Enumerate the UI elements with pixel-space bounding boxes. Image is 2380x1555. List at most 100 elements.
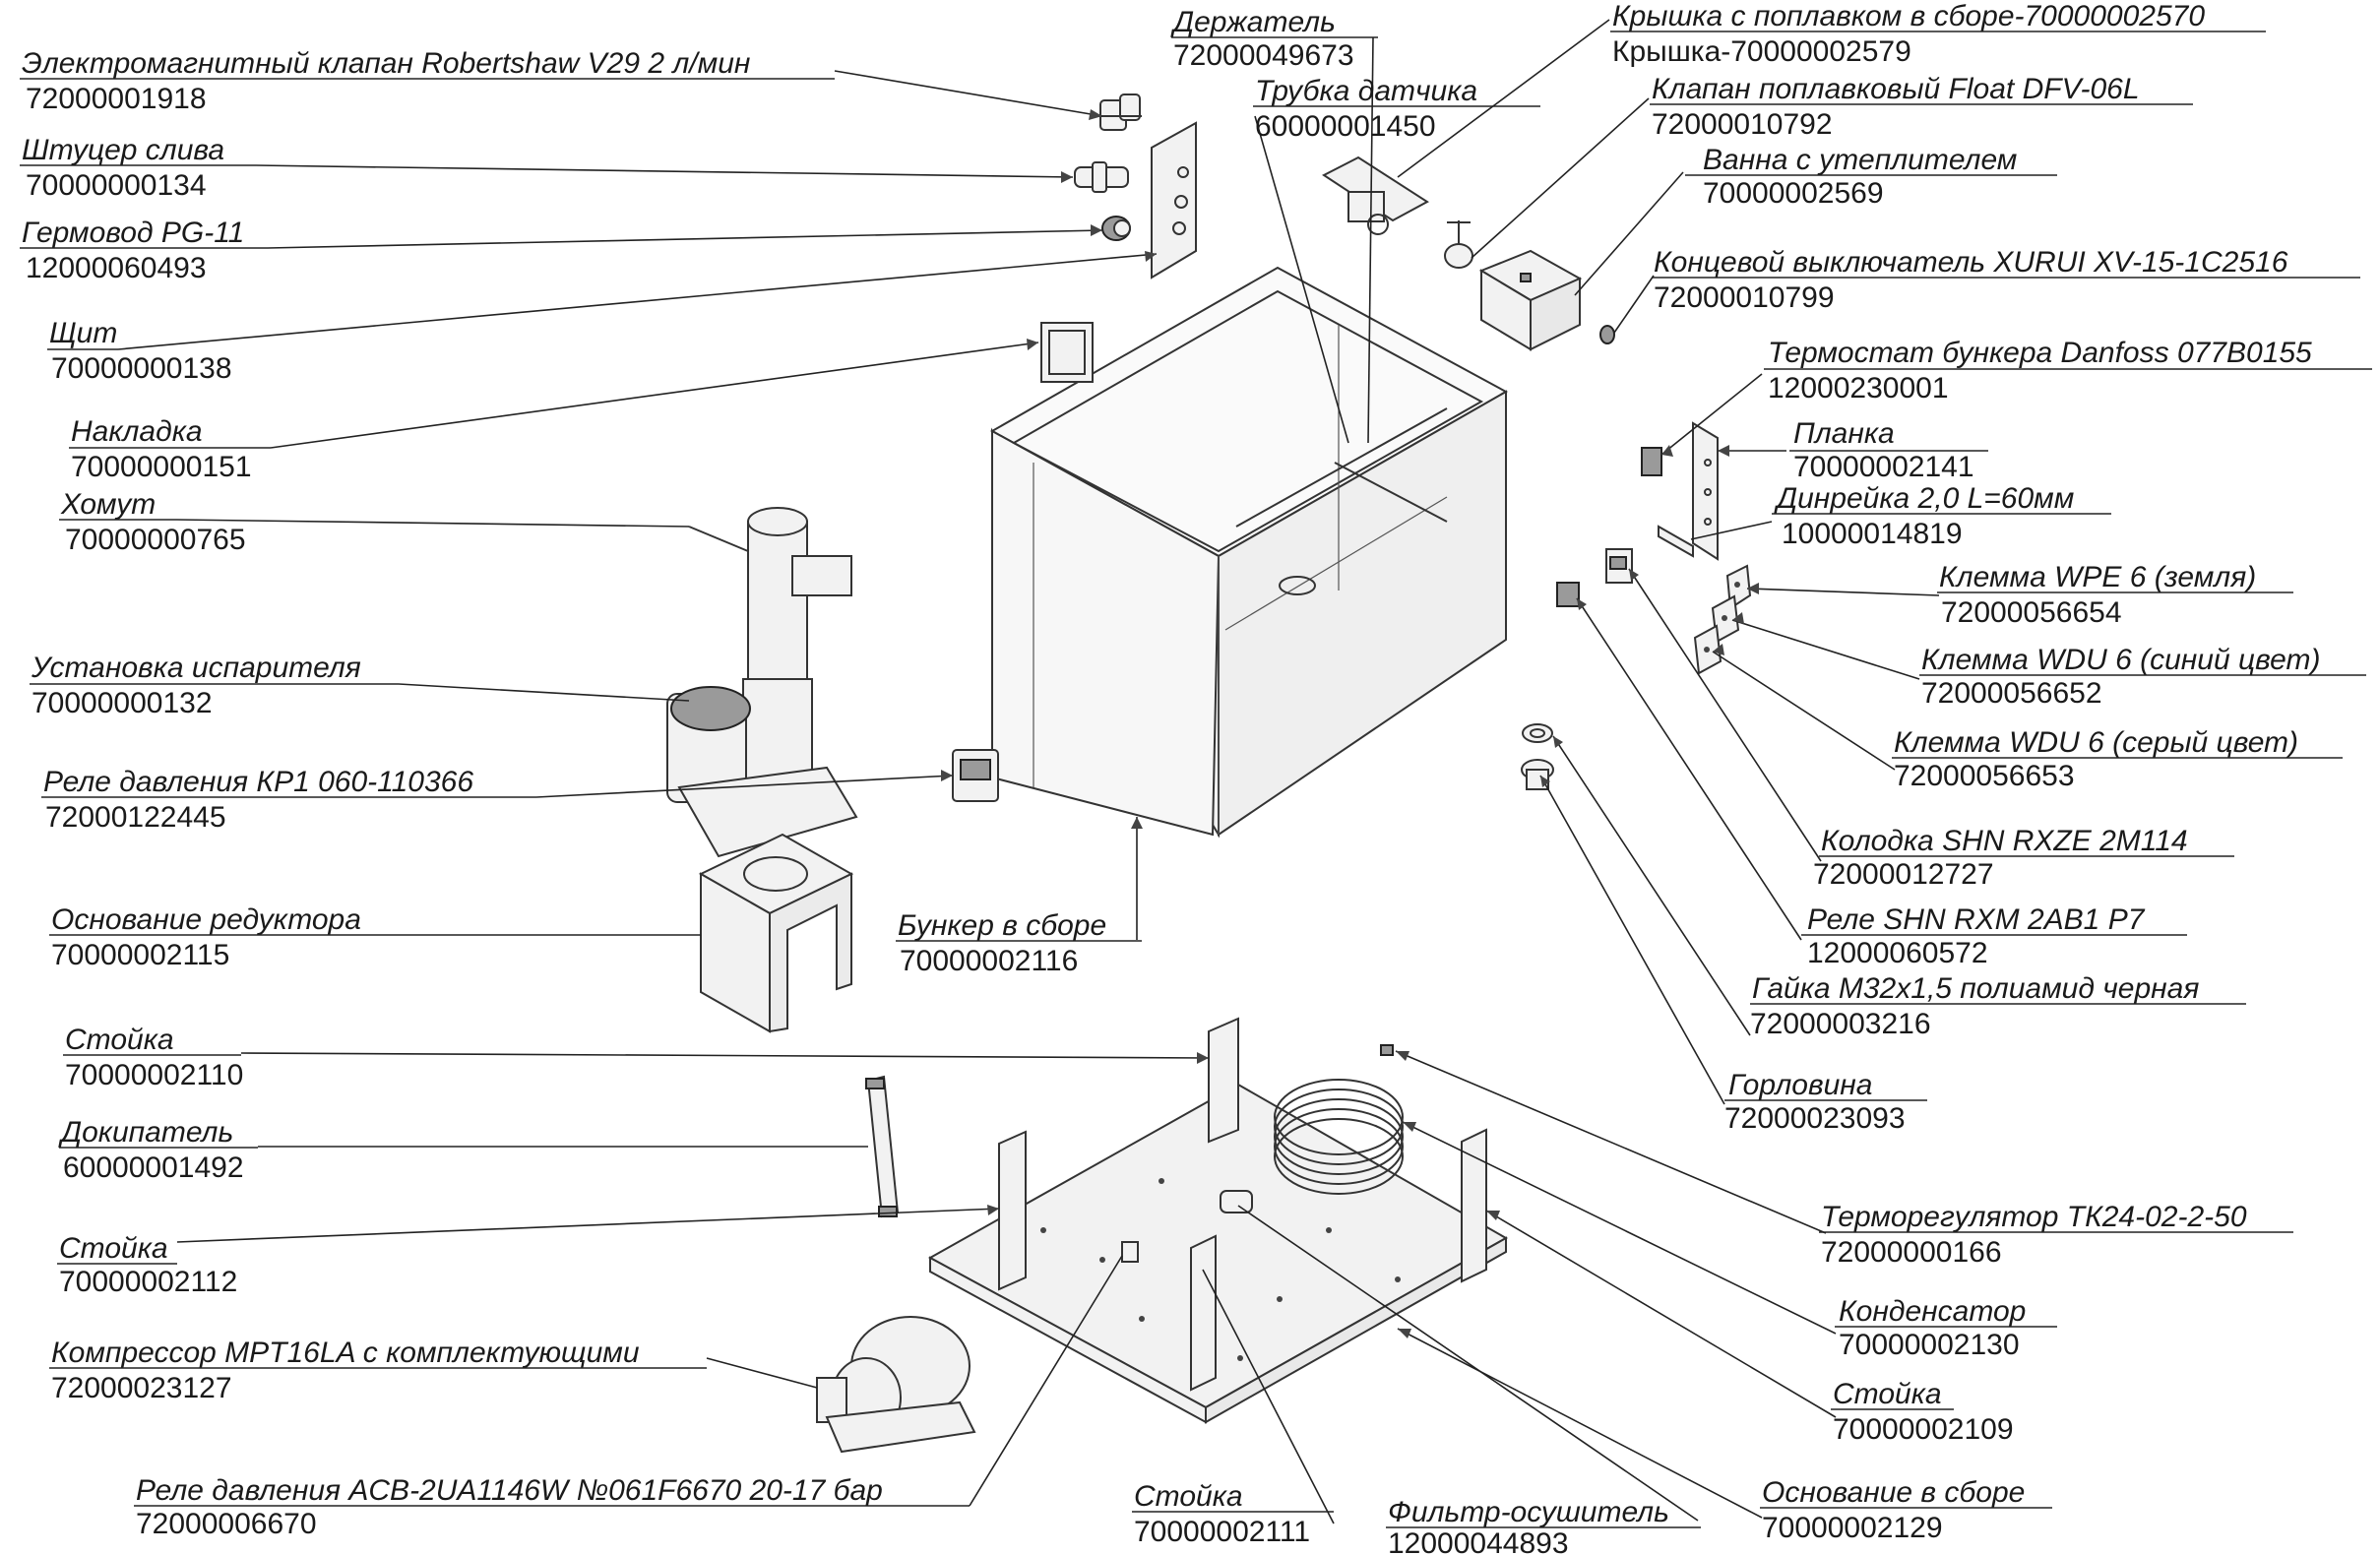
- callout-name: Стойка: [1134, 1480, 1243, 1513]
- callout-name: Терморегулятор ТК24-02-2-50: [1821, 1201, 2247, 1233]
- callout-code: 70000000132: [31, 687, 213, 719]
- callout-code: 70000002129: [1762, 1512, 1943, 1544]
- callout-bunker-assembly: Бункер в сборе 70000002116: [896, 909, 1142, 977]
- callout-code: 10000014819: [1782, 518, 1963, 550]
- callout-name: Конденсатор: [1839, 1295, 2026, 1328]
- callout-name: Реле давления ACB-2UA1146W №061F6670 20-…: [136, 1474, 883, 1507]
- callout-relay-rxm: Реле SHN RXM 2AB1 P7 12000060572: [1801, 903, 2187, 969]
- callout-code: 72000006670: [136, 1508, 317, 1540]
- callout-code: 72000012727: [1813, 858, 1994, 891]
- callout-float-lid-assembly: Крышка с поплавком в сборе-70000002570 К…: [1610, 0, 2266, 68]
- callout-code: 70000000765: [65, 524, 246, 556]
- callout-name: Горловина: [1728, 1069, 1872, 1101]
- callout-code: 70000002111: [1134, 1516, 1310, 1548]
- callout-name: Трубка датчика: [1255, 75, 1477, 107]
- callout-holder: Держатель 72000049673: [1170, 6, 1378, 72]
- callout-code: 12000044893: [1388, 1527, 1569, 1555]
- callout-code: 70000002112: [59, 1266, 237, 1298]
- pressure-relay-kp1-drawing: [952, 749, 999, 802]
- callout-code: 60000001450: [1255, 110, 1436, 143]
- callout-code: 12000060493: [26, 252, 207, 284]
- callout-name: Стойка: [1833, 1378, 1942, 1410]
- callout-name: Крышка с поплавком в сборе-70000002570: [1612, 0, 2205, 32]
- callout-compressor: Компрессор MPT16LA с комплектующими 7200…: [49, 1337, 707, 1404]
- callout-socket-rxze: Колодка SHN RXZE 2M114 72000012727: [1813, 825, 2234, 891]
- bunker-drawing: [989, 266, 1509, 839]
- callout-code: 60000001492: [63, 1151, 244, 1184]
- callout-evaporator: Установка испарителя 70000000132: [30, 652, 399, 719]
- callout-name: Компрессор MPT16LA с комплектующими: [51, 1337, 640, 1369]
- callout-sensor-tube: Трубка датчика 60000001450: [1253, 75, 1540, 143]
- callout-limit-switch: Концевой выключатель XURUI XV-15-1C2516 …: [1652, 246, 2360, 314]
- callout-din-rail: Динрейка 2,0 L=60мм 10000014819: [1772, 482, 2111, 550]
- callout-terminal-wdu6-blue: Клемма WDU 6 (синий цвет) 72000056652: [1919, 644, 2366, 710]
- callout-name: Клапан поплавковый Float DFV-06L: [1652, 73, 2140, 105]
- gearbox-base-drawing: [698, 833, 854, 1033]
- callout-name: Реле SHN RXM 2AB1 P7: [1807, 903, 2146, 936]
- callout-bunker-thermostat: Термостат бункера Danfoss 077B0155 12000…: [1764, 337, 2372, 404]
- float-lid-drawing: [1322, 156, 1429, 235]
- callout-cable-gland: Гермовод PG-11 12000060493: [20, 217, 268, 284]
- nut-neck-drawing: [1521, 723, 1554, 790]
- callout-float-valve: Клапан поплавковый Float DFV-06L 7200001…: [1650, 73, 2193, 141]
- callout-name: Накладка: [71, 415, 203, 448]
- callout-drain-fitting: Штуцер слива 70000000134: [20, 134, 256, 202]
- callout-name: Фильтр-осушитель: [1388, 1496, 1669, 1528]
- callout-code: 12000060572: [1807, 937, 1988, 969]
- callout-name: Основание в сборе: [1762, 1476, 2025, 1509]
- holder-drawing: [1151, 121, 1197, 280]
- callout-name: Гермовод PG-11: [22, 217, 244, 249]
- callout-name: Установка испарителя: [31, 652, 361, 684]
- callout-code: 70000002109: [1833, 1413, 2014, 1446]
- callout-filter-drier: Фильтр-осушитель 12000044893: [1386, 1496, 1701, 1555]
- callout-name: Клемма WPE 6 (земля): [1939, 561, 2256, 593]
- callout-code: 72000122445: [45, 801, 226, 834]
- callout-code: 70000002115: [51, 939, 229, 971]
- callout-code: 70000000138: [51, 352, 232, 385]
- callout-stand-2110: Стойка 70000002110: [63, 1024, 243, 1091]
- callout-code: 72000010799: [1654, 281, 1835, 314]
- insulated-tray-drawing: [1478, 249, 1583, 351]
- callout-base-assembly: Основание в сборе 70000002129: [1760, 1476, 2052, 1544]
- cop-catcher-drawing: [865, 1075, 900, 1218]
- callout-stand-2112: Стойка 70000002112: [57, 1232, 237, 1298]
- callout-plank: Планка 70000002141: [1789, 417, 1988, 483]
- callout-stand-2109: Стойка 70000002109: [1831, 1378, 2014, 1446]
- callout-name: Колодка SHN RXZE 2M114: [1821, 825, 2188, 857]
- callout-code: 72000056654: [1941, 596, 2122, 629]
- evaporator-drawing: [666, 507, 858, 858]
- callout-labels: Электромагнитный клапан Robertshaw V29 2…: [20, 0, 2372, 1555]
- callout-name: Держатель: [1170, 6, 1336, 38]
- callout-name: Реле давления КР1 060-110366: [43, 766, 473, 798]
- callout-code: 70000002569: [1703, 177, 1884, 210]
- callout-code: 72000049673: [1173, 39, 1354, 72]
- callout-code: 70000000134: [26, 169, 207, 202]
- callout-code: 70000002130: [1839, 1329, 2020, 1361]
- callout-code: 72000010792: [1652, 108, 1833, 141]
- callout-cover-plate: Накладка 70000000151: [69, 415, 271, 483]
- compressor-drawing: [816, 1316, 976, 1454]
- callout-condenser: Конденсатор 70000002130: [1835, 1295, 2057, 1361]
- callout-name: Стойка: [59, 1232, 168, 1265]
- callout-nut-m32: Гайка М32х1,5 полиамид черная 7200000321…: [1750, 972, 2246, 1040]
- callout-name: Клемма WDU 6 (синий цвет): [1921, 644, 2320, 676]
- callout-code: 70000002110: [65, 1059, 243, 1091]
- callout-insulated-tray: Ванна с утеплителем 70000002569: [1685, 144, 2057, 210]
- em-valve-drawing: [1093, 93, 1142, 131]
- callout-name: Основание редуктора: [51, 903, 361, 936]
- shield-drawing: [1040, 322, 1094, 383]
- callout-code: 72000001918: [26, 83, 207, 115]
- callout-shield: Щит 70000000138: [47, 317, 232, 385]
- leader-arrowheads: [941, 109, 1759, 1338]
- relay-socket-drawing: [1556, 548, 1633, 607]
- callout-name: Гайка М32х1,5 полиамид черная: [1752, 972, 2199, 1005]
- callout-name: Динрейка 2,0 L=60мм: [1774, 482, 2074, 515]
- callout-name: Бункер в сборе: [898, 909, 1106, 942]
- callout-terminal-wdu6-grey: Клемма WDU 6 (серый цвет) 72000056653: [1892, 726, 2343, 792]
- callout-name: Щит: [49, 317, 117, 349]
- callout-code: 72000023093: [1724, 1102, 1906, 1135]
- cable-gland-drawing: [1101, 216, 1131, 241]
- callout-code: 72000000166: [1821, 1236, 2002, 1269]
- callout-name: Планка: [1793, 417, 1895, 450]
